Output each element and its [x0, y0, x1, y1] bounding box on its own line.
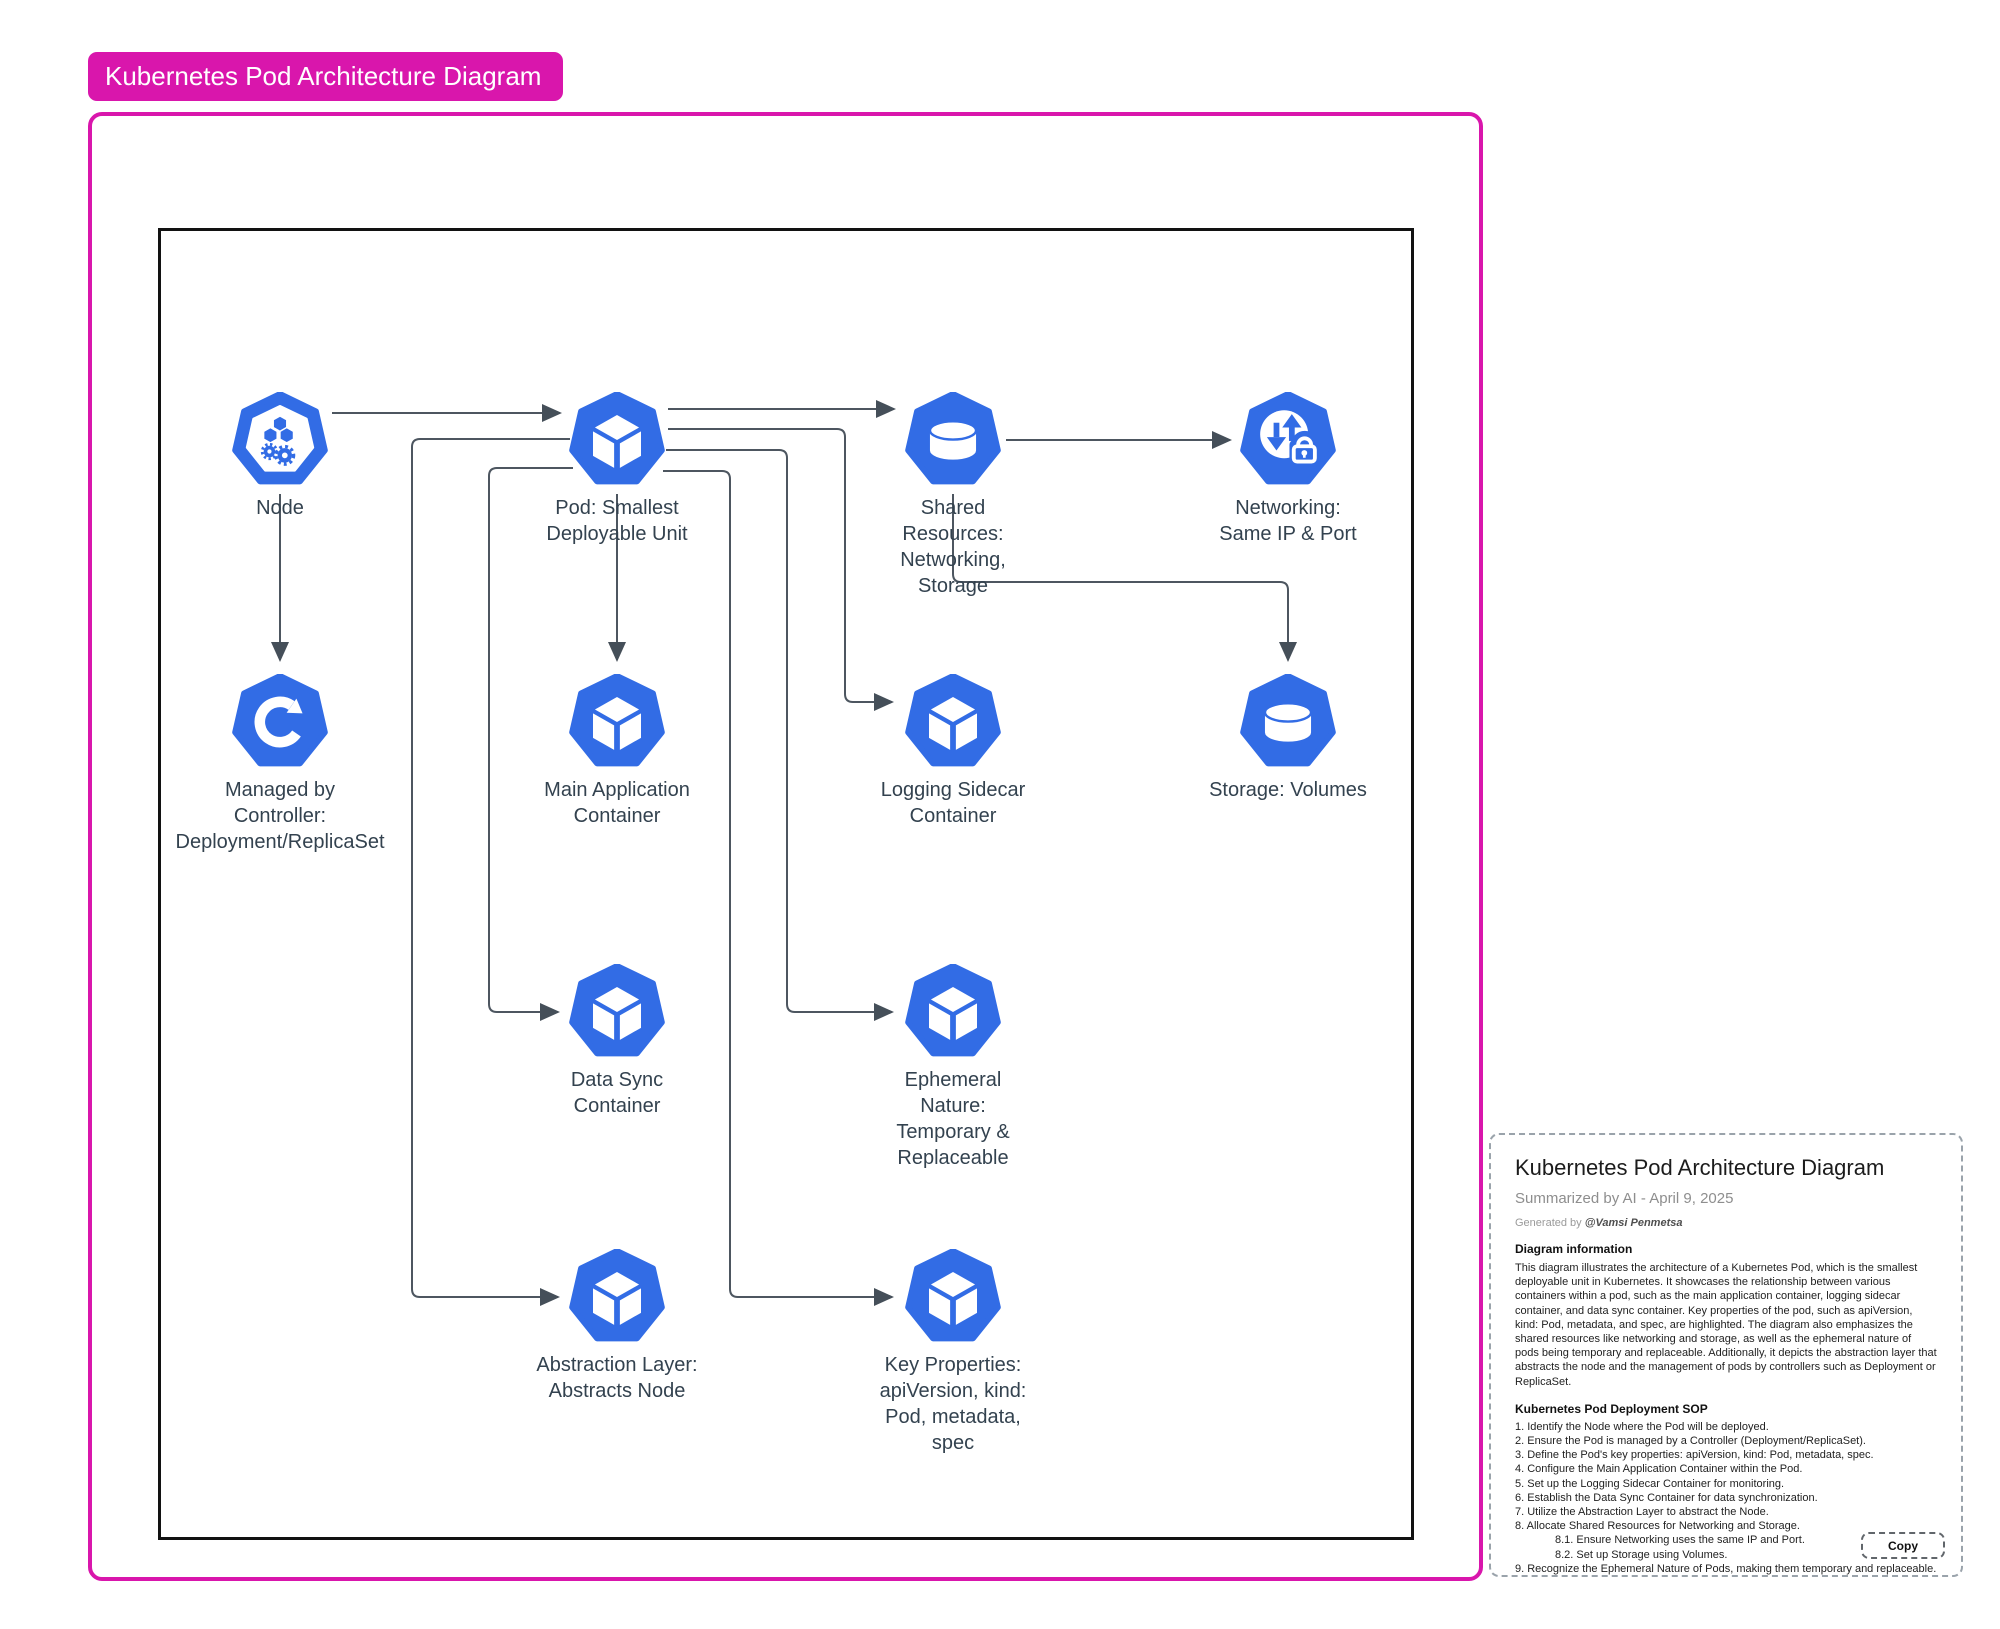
node-icon	[232, 392, 328, 488]
cube-icon	[905, 674, 1001, 770]
node-label: Logging Sidecar Container	[880, 779, 1026, 827]
node-label: Ephemeral Nature: Temporary & Replaceabl…	[896, 1069, 1010, 1169]
sop-sub-item: 8.1. Ensure Networking uses the same IP …	[1555, 1534, 1805, 1547]
cube-icon	[905, 964, 1001, 1060]
sop-item: 6. Establish the Data Sync Container for…	[1515, 1491, 1818, 1504]
sop-item: 8. Allocate Shared Resources for Network…	[1515, 1520, 1800, 1533]
cube-icon	[569, 964, 665, 1060]
sop-item: 4. Configure the Main Application Contai…	[1515, 1463, 1803, 1476]
sop-item: 2. Ensure the Pod is managed by a Contro…	[1515, 1435, 1866, 1448]
panel-title: Kubernetes Pod Architecture Diagram	[1515, 1155, 1885, 1180]
storage-disk-icon	[905, 392, 1001, 488]
cube-icon	[569, 1249, 665, 1345]
sop-item: 5. Set up the Logging Sidecar Container …	[1515, 1477, 1785, 1490]
cube-icon	[569, 674, 665, 770]
sop-list: 1. Identify the Node where the Pod will …	[1515, 1420, 1937, 1576]
sop-item: 3. Define the Pod's key properties: apiV…	[1515, 1449, 1874, 1462]
node-label: Node	[256, 497, 304, 519]
controller-refresh-icon	[232, 674, 328, 770]
node-label: Key Properties: apiVersion, kind: Pod, m…	[879, 1354, 1027, 1454]
sop-item: 1. Identify the Node where the Pod will …	[1515, 1420, 1769, 1433]
network-lock-icon	[1240, 392, 1336, 488]
node-label: Abstraction Layer: Abstracts Node	[536, 1354, 698, 1402]
node-label: Managed by Controller: Deployment/Replic…	[175, 779, 385, 853]
generated-by-text: Generated by	[1515, 1217, 1585, 1229]
sop-item: 7. Utilize the Abstraction Layer to abst…	[1515, 1506, 1769, 1519]
sop-heading: Kubernetes Pod Deployment SOP	[1515, 1401, 1708, 1416]
diagram-title-badge: Kubernetes Pod Architecture Diagram	[88, 52, 564, 101]
node-label: Networking: Same IP & Port	[1219, 497, 1357, 545]
diagram-information-text: This diagram illustrates the architectur…	[1515, 1262, 1937, 1388]
panel-summarized-line: Summarized by AI - April 9, 2025	[1515, 1190, 1734, 1207]
sop-item: 9. Recognize the Ephemeral Nature of Pod…	[1515, 1562, 1937, 1575]
node-label: Data Sync Container	[570, 1069, 664, 1117]
node-label: Shared Resources: Networking, Storage	[900, 497, 1006, 597]
diagram-canvas-frame	[158, 228, 1414, 1540]
cube-icon	[905, 1249, 1001, 1345]
sop-sub-item: 8.2. Set up Storage using Volumes.	[1555, 1548, 1728, 1561]
author-handle: @Vamsi Penmetsa	[1584, 1217, 1683, 1229]
node-label: Main Application Container	[544, 779, 690, 827]
node-label: Pod: Smallest Deployable Unit	[546, 497, 688, 545]
info-panel: Kubernetes Pod Architecture Diagram Summ…	[1489, 1133, 1963, 1577]
cube-icon	[569, 392, 665, 488]
diagram-information-heading: Diagram information	[1515, 1242, 1633, 1256]
storage-disk-icon	[1240, 674, 1336, 770]
panel-generated-line: Generated by @Vamsi Penmetsa	[1515, 1217, 1937, 1229]
copy-button[interactable]: Copy	[1861, 1532, 1945, 1559]
node-label: Storage: Volumes	[1209, 779, 1367, 801]
outer-pink-frame	[88, 112, 1483, 1581]
